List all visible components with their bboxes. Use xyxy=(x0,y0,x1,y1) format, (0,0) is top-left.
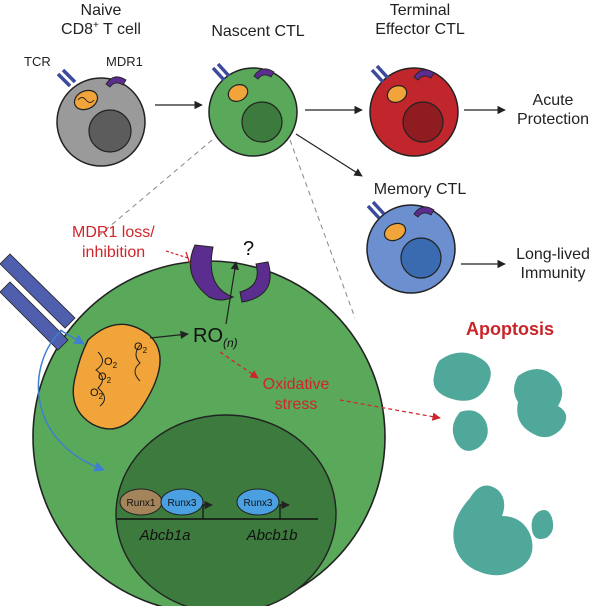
o2-label: O2 xyxy=(98,371,112,385)
zoom-guide-right xyxy=(289,139,356,319)
mito-to-ro-arrow xyxy=(149,330,189,339)
terminal-label-line2: Effector CTL xyxy=(375,21,465,38)
terminal-effector-ctl-cell xyxy=(369,64,459,157)
apoptotic-body xyxy=(452,410,488,451)
mdr1-loss-label-line2: inhibition xyxy=(82,244,145,261)
oxidative-label-line1: Oxidative xyxy=(263,376,330,393)
mitochondrion-icon xyxy=(386,85,408,103)
mdr1-label: MDR1 xyxy=(106,54,143,69)
longlived-label-line2: Immunity xyxy=(521,265,586,282)
mdr1-icon xyxy=(413,69,435,81)
tcr-label: TCR xyxy=(24,54,51,69)
promoter-arrow xyxy=(202,500,213,519)
naive-label-line2: CD8+ T cell xyxy=(61,20,141,38)
tcr-icon xyxy=(0,253,76,351)
tcr-signal-arrow xyxy=(59,329,85,345)
apoptotic-body xyxy=(531,510,554,539)
o2-label: O2 xyxy=(134,341,148,355)
terminal-label-line1: Terminal xyxy=(390,2,450,19)
efflux-arrow xyxy=(225,261,239,325)
acute-label-line1: Acute xyxy=(533,92,574,109)
svg-text:Runx3: Runx3 xyxy=(244,498,273,509)
gene-abcb1b-label: Abcb1b xyxy=(246,527,298,544)
nascent-to-memory-arrow xyxy=(295,133,363,177)
apoptotic-bodies xyxy=(433,352,567,576)
o2-label: O2 xyxy=(90,387,104,401)
mitochondrion-icon xyxy=(73,89,99,111)
acute-label-line2: Protection xyxy=(517,111,589,128)
gene-abcb1a-label: Abcb1a xyxy=(139,527,191,544)
zoomed-nascent-ctl xyxy=(32,260,386,606)
apoptotic-body xyxy=(433,352,491,401)
longlived-label-line1: Long-lived xyxy=(516,246,590,263)
naive-label-line1: Naive xyxy=(81,2,122,19)
nucleus xyxy=(115,414,337,606)
memory-ctl-cell xyxy=(366,200,456,294)
apoptotic-body xyxy=(453,485,533,576)
mitochondrion-icon xyxy=(383,222,407,242)
tcr-signal-arrow xyxy=(37,329,105,472)
zoom-guide-left xyxy=(95,139,213,239)
apoptotic-body xyxy=(514,369,567,438)
promoter-arrow xyxy=(279,500,290,519)
mdr1-icon xyxy=(105,76,127,88)
mdr1-loss-label-line1: MDR1 loss/ xyxy=(72,224,155,241)
unknown-substrate-label: ? xyxy=(243,238,254,260)
tcr-icon xyxy=(211,62,231,82)
mitochondrion-large xyxy=(72,323,161,430)
runx1-factor: Runx1 xyxy=(119,488,163,516)
mdr1-icon xyxy=(253,68,275,80)
runx3-factor: Runx3 xyxy=(236,488,280,516)
mdr1-transporter-icon xyxy=(189,244,271,303)
tcr-icon xyxy=(366,200,386,220)
mdr1-icon xyxy=(413,206,435,218)
ro-to-stress-arrow xyxy=(219,351,259,379)
naive-cd8-t-cell xyxy=(56,68,146,167)
svg-text:Runx3: Runx3 xyxy=(168,498,197,509)
svg-text:Runx1: Runx1 xyxy=(127,498,156,509)
oxidative-label-line2: stress xyxy=(275,396,318,413)
runx3-factor: Runx3 xyxy=(160,488,204,516)
ro-label: RO(n) xyxy=(193,325,238,350)
memory-ctl-label: Memory CTL xyxy=(374,181,467,198)
apoptosis-label: Apoptosis xyxy=(466,319,554,339)
stress-to-apoptosis-arrow xyxy=(339,399,441,421)
inhibition-line xyxy=(165,250,189,259)
mitochondrion-icon xyxy=(227,84,249,102)
nascent-ctl-cell xyxy=(208,62,298,157)
inhibition-bar xyxy=(185,251,191,265)
o2-label: O2 xyxy=(104,356,118,370)
nascent-ctl-label: Nascent CTL xyxy=(211,23,304,40)
tcr-icon xyxy=(56,68,77,88)
tcr-icon xyxy=(370,64,390,84)
